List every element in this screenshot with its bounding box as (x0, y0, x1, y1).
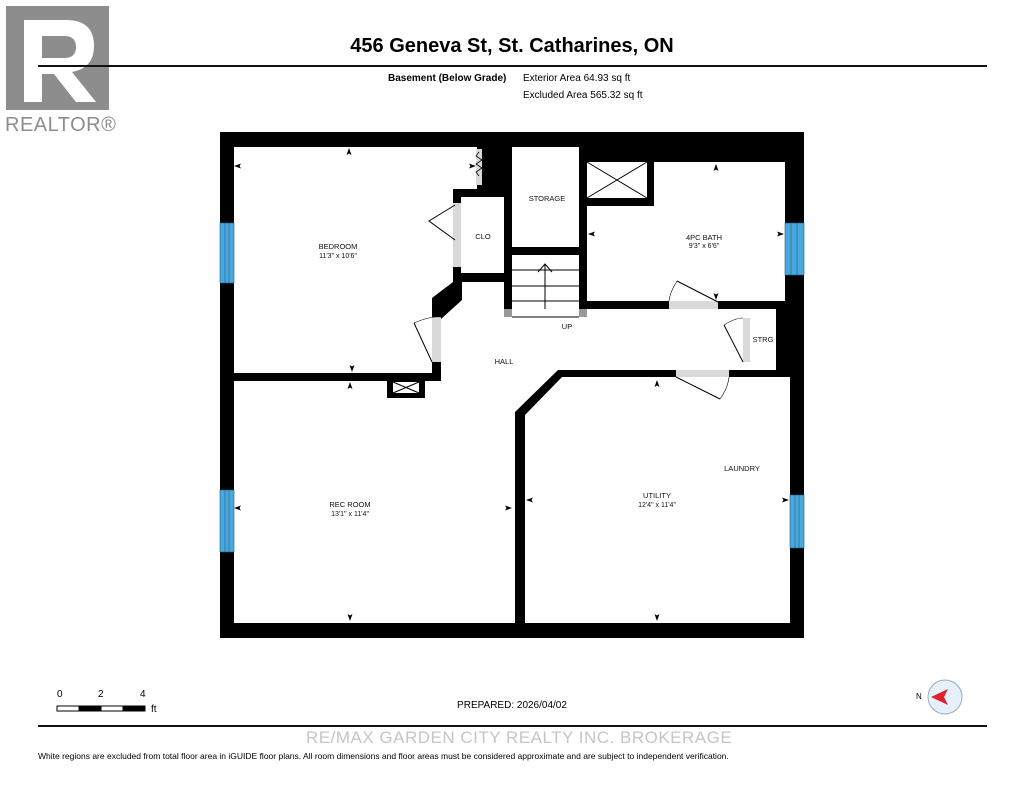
room-bath (587, 162, 785, 301)
dimension-arrow-icon (526, 497, 533, 503)
room-storage (512, 147, 579, 247)
disclaimer: White regions are excluded from total fl… (38, 751, 729, 761)
dimension-arrow-icon (505, 505, 512, 511)
scale-tick-0: 0 (57, 689, 63, 700)
brokerage-watermark: RE/MAX GARDEN CITY REALTY INC. BROKERAGE (306, 728, 733, 747)
dimension-arrow-icon (713, 164, 719, 171)
window-utility (789, 494, 805, 549)
realtor-logo (6, 6, 109, 110)
dimension-arrow-icon (588, 231, 595, 237)
room-dims-utility: 12'4" x 11'4" (638, 502, 676, 509)
realtor-logo-text: REALTOR® (5, 114, 117, 136)
dimension-arrow-icon (349, 365, 355, 372)
room-label-hall: HALL (495, 357, 514, 366)
scale-bar (56, 705, 146, 712)
scale-tick-2: 2 (98, 689, 104, 700)
compass-arrow-icon (931, 689, 948, 705)
window-rec (219, 489, 235, 553)
windows (219, 222, 805, 553)
room-dims-bath: 9'3" x 6'6" (689, 243, 720, 250)
dimension-arrow-icon (654, 380, 660, 387)
room-label-laundry: LAUNDRY (724, 464, 760, 473)
header-divider (38, 65, 987, 67)
doors (413, 149, 750, 400)
footer-divider (38, 725, 987, 727)
room-closet (461, 197, 504, 273)
scale-tick-4: 4 (140, 689, 146, 700)
dimension-arrow-icon (347, 614, 353, 621)
room-label-rec: REC ROOM (329, 500, 370, 509)
room-label-bath: 4PC BATH (686, 233, 722, 242)
dimension-arrow-icon (469, 163, 476, 169)
room-label-storage: STORAGE (529, 194, 566, 203)
room-label-utility: UTILITY (643, 491, 671, 500)
window-bedroom (219, 222, 235, 284)
stairs (512, 263, 579, 318)
page-title: 456 Geneva St, St. Catharines, ON (350, 35, 674, 57)
rec-fixture-bottom (387, 393, 425, 398)
room-dims-bedroom: 11'3" x 10'6" (319, 253, 357, 260)
dimension-arrow-icon (347, 382, 353, 389)
floor-name: Basement (Below Grade) (388, 73, 507, 84)
dimension-arrow-icon (234, 163, 241, 169)
room-strg (750, 309, 776, 370)
dimension-arrow-icon (346, 148, 352, 155)
room-label-strg: STRG (753, 335, 774, 344)
stairs-up-label: UP (562, 322, 572, 331)
room-utility (525, 377, 790, 623)
dimension-arrows (234, 148, 789, 621)
dimension-arrow-icon (777, 231, 784, 237)
compass-north-label: N (916, 692, 922, 701)
room-label-closet: CLO (475, 232, 491, 241)
exterior-area: Exterior Area 64.93 sq ft (523, 73, 631, 84)
compass (927, 679, 963, 715)
dimension-arrow-icon (782, 497, 789, 503)
excluded-area: Excluded Area 565.32 sq ft (523, 90, 643, 101)
dimension-arrow-icon (713, 293, 719, 300)
prepared-date: PREPARED: 2026/04/02 (457, 700, 567, 711)
dimension-arrow-icon (654, 614, 660, 621)
window-bath (784, 222, 805, 276)
scale-unit: ft (151, 704, 157, 715)
room-label-bedroom: BEDROOM (319, 242, 358, 251)
realtor-r-icon (24, 20, 96, 102)
room-bedroom (234, 147, 477, 373)
dimension-arrow-icon (234, 505, 241, 511)
room-hall-rec (234, 255, 750, 623)
room-dims-rec: 13'1" x 11'4" (331, 511, 369, 518)
